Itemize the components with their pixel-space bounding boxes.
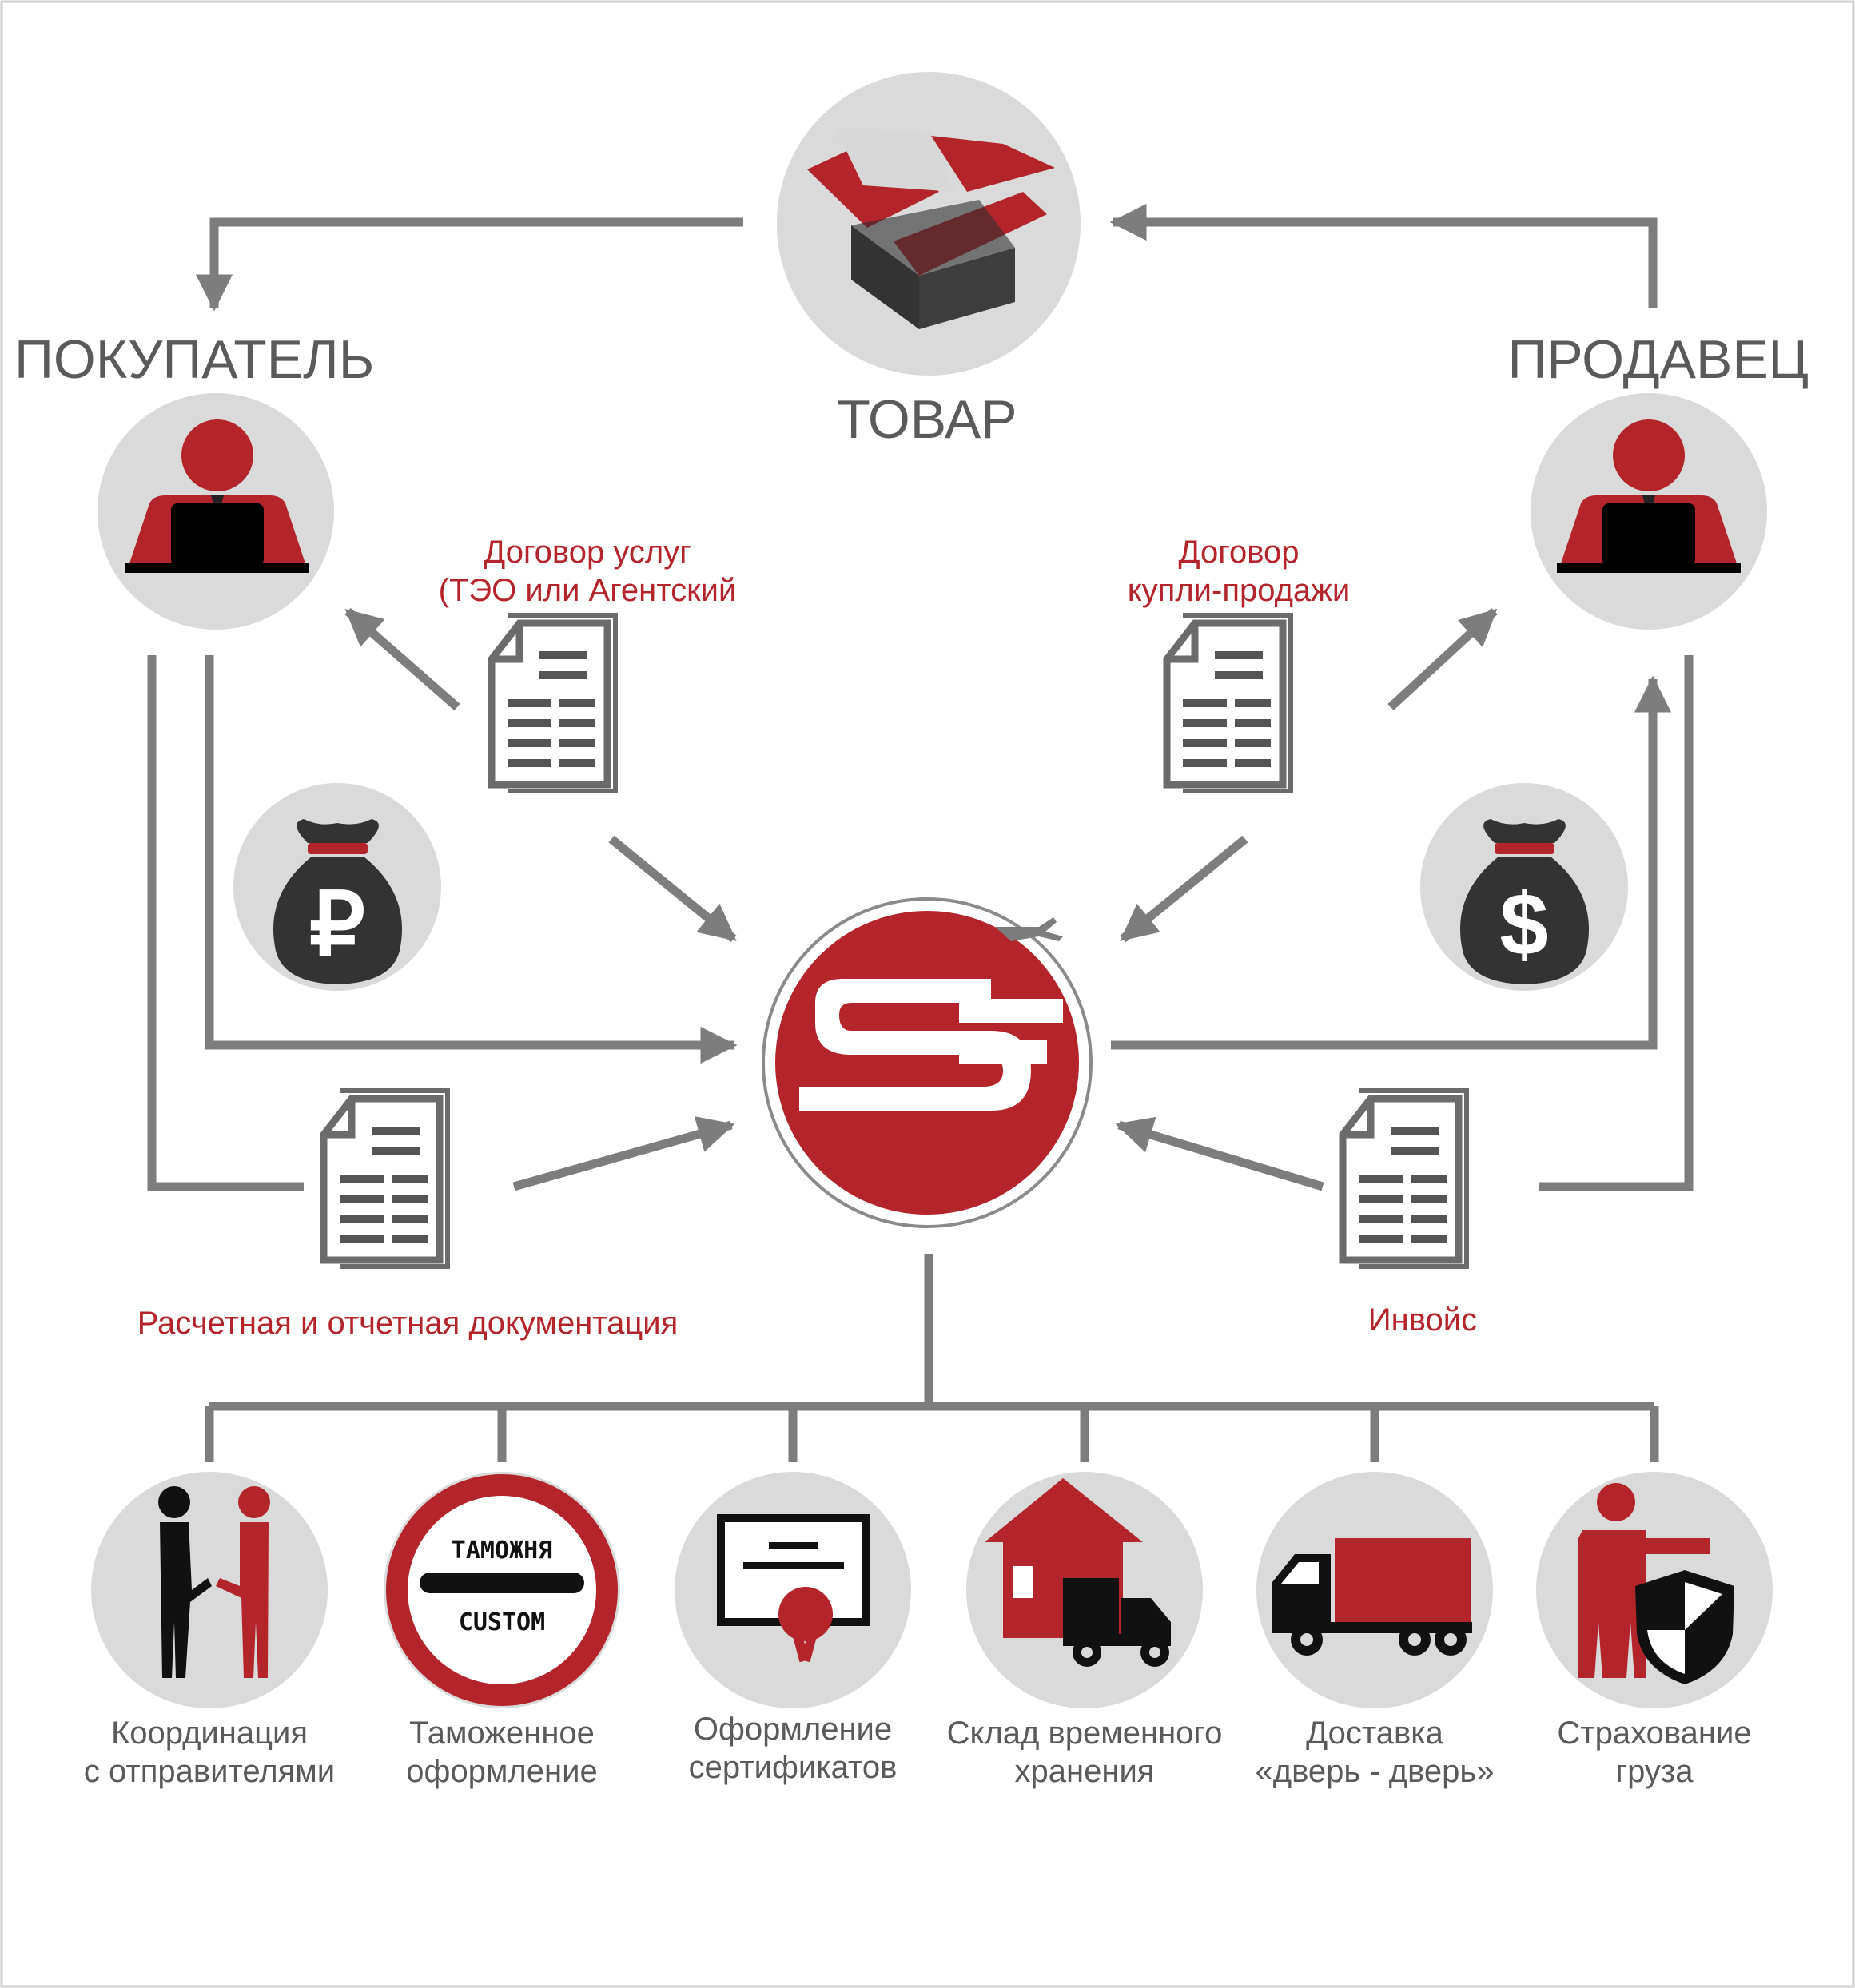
service-label-line-2: груза xyxy=(1615,1754,1694,1789)
product-label: ТОВАР xyxy=(837,389,1017,450)
sale-contract-label: Договор купли-продажи xyxy=(1111,533,1367,610)
service-label-line-2: с отправителями xyxy=(83,1754,336,1789)
service-label-coordination: Координация с отправителями xyxy=(74,1714,345,1791)
service-circles xyxy=(91,1472,1773,1708)
service-label-warehouse: Склад временного хранения xyxy=(933,1714,1236,1791)
service-label-delivery: Доставка «дверь - дверь» xyxy=(1239,1714,1511,1791)
ruble-bag-icon: ₽ xyxy=(273,819,402,984)
service-label-insurance: Страхование груза xyxy=(1519,1714,1790,1791)
airplane-icon xyxy=(995,917,1063,941)
service-label-line-1: Оформление xyxy=(693,1712,893,1747)
sale-contract-line-2: купли-продажи xyxy=(1127,573,1351,608)
sale-contract-document-icon xyxy=(1167,607,1303,795)
invoice-label: Инвойс xyxy=(1367,1302,1478,1338)
service-label-line-1: Доставка xyxy=(1306,1716,1443,1751)
service-contract-line-1: Договор услуг xyxy=(484,535,691,570)
buyer-node xyxy=(98,393,334,630)
service-contract-line-2: (ТЭО или Агентский xyxy=(438,573,737,608)
service-label-certificates: Оформление сертификатов xyxy=(657,1710,929,1787)
box-icon xyxy=(807,128,1055,329)
customs-sign-icon: ТАМОЖНЯ CUSTOM xyxy=(386,1474,618,1706)
service-tree-lines xyxy=(205,1254,1659,1462)
product-node xyxy=(777,72,1081,376)
service-label-line-2: «дверь - дверь» xyxy=(1255,1754,1495,1789)
service-contract-document-icon xyxy=(492,607,627,795)
sale-contract-line-1: Договор xyxy=(1178,535,1300,570)
customs-sign-bottom-text: CUSTOM xyxy=(459,1608,545,1636)
document-arrows xyxy=(344,607,1498,1191)
service-label-line-1: Страхование xyxy=(1557,1716,1752,1751)
truck-icon xyxy=(1272,1538,1472,1656)
customs-sign-top-text: ТАМОЖНЯ xyxy=(452,1537,552,1565)
service-label-line-1: Координация xyxy=(110,1716,309,1751)
seller-node xyxy=(1531,393,1767,630)
service-label-line-1: Таможенное xyxy=(409,1716,595,1751)
service-contract-label: Договор услуг (ТЭО или Агентский xyxy=(412,533,763,610)
service-label-line-1: Склад временного xyxy=(946,1716,1223,1751)
certificate-icon xyxy=(717,1514,870,1663)
warehouse-icon xyxy=(985,1478,1171,1667)
ruble-bag: ₽ xyxy=(233,783,441,991)
handshake-icon xyxy=(158,1486,270,1678)
service-label-line-2: оформление xyxy=(406,1754,598,1789)
dollar-bag: $ xyxy=(1420,783,1628,991)
svg-text:₽: ₽ xyxy=(309,876,365,974)
dollar-bag-icon: $ xyxy=(1460,819,1589,984)
buyer-label: ПОКУПАТЕЛЬ xyxy=(14,329,375,390)
settlement-document-icon xyxy=(324,1083,460,1270)
service-label-line-2: сертификатов xyxy=(688,1750,898,1785)
svg-text:$: $ xyxy=(1499,876,1548,974)
invoice-document-icon xyxy=(1343,1083,1479,1270)
settlement-docs-label: Расчетная и отчетная документация xyxy=(137,1306,679,1341)
seller-label: ПРОДАВЕЦ xyxy=(1507,329,1809,390)
insurance-icon xyxy=(1578,1483,1734,1684)
service-label-line-2: хранения xyxy=(1014,1754,1155,1789)
money-flow-arrows xyxy=(147,655,1694,1191)
product-flow-arrows xyxy=(195,203,1658,312)
company-logo xyxy=(762,897,1093,1228)
service-label-customs: Таможенное оформление xyxy=(366,1714,638,1791)
